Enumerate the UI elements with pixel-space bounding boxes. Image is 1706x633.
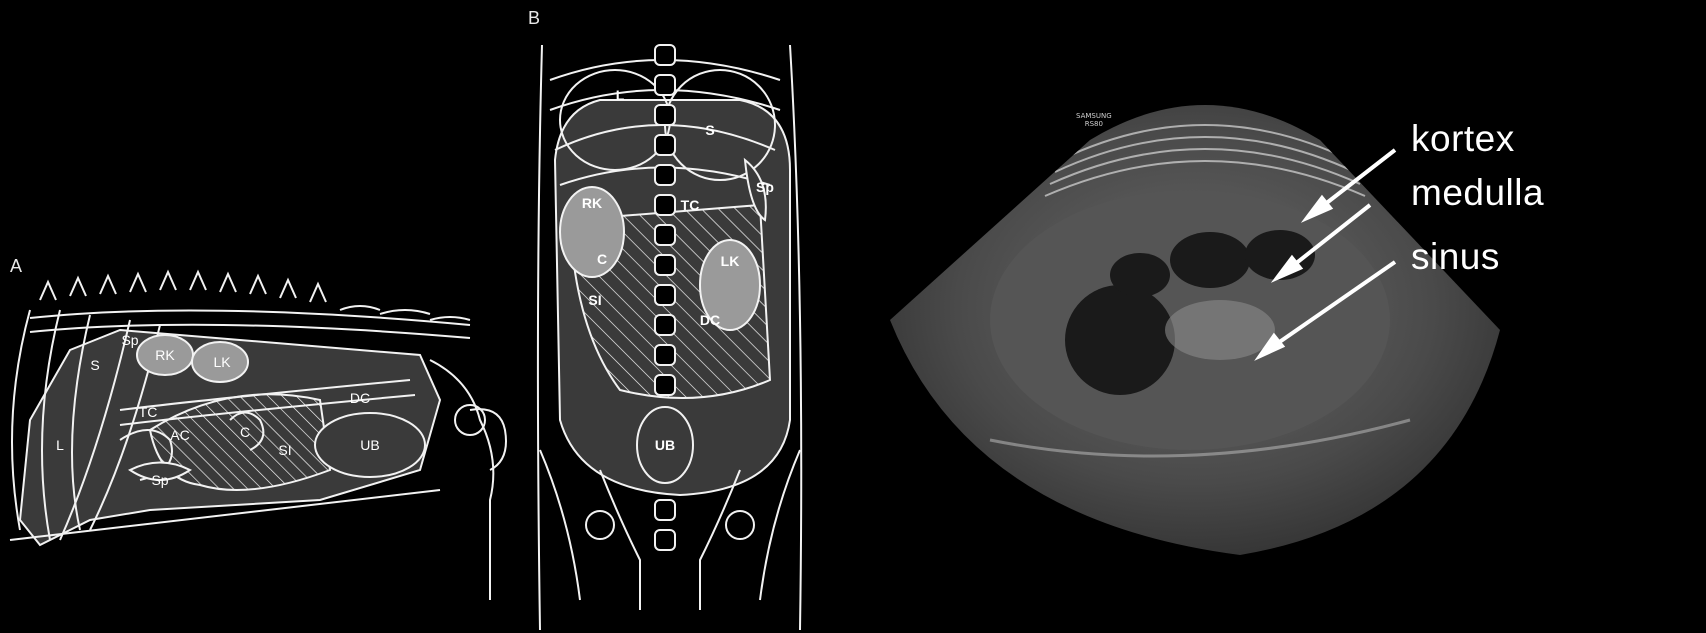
label-right-kidney: RK [155, 347, 175, 363]
ventrodorsal-anatomy-drawing: L S Sp RK LK TC C SI DC UB [560, 0, 900, 633]
label-urinary-bladder: UB [655, 437, 675, 453]
label-transverse-colon: TC [681, 197, 700, 213]
pelvis-outline [430, 360, 506, 600]
ventrodorsal-view-panel: B [560, 0, 900, 633]
label-left-kidney: LK [721, 253, 740, 269]
label-kortex: kortex [1411, 118, 1515, 160]
label-urinary-bladder: UB [360, 437, 379, 453]
label-small-intestine: SI [588, 292, 601, 308]
label-stomach: S [705, 122, 714, 138]
label-spleen-bottom: Sp [151, 472, 168, 488]
label-cecum: C [240, 424, 250, 440]
label-cecum: C [597, 251, 607, 267]
ultrasound-image [890, 0, 1706, 633]
label-spleen: Sp [756, 179, 774, 195]
scanner-brand: SAMSUNG RS80 [1076, 112, 1112, 128]
label-stomach: S [90, 357, 99, 373]
label-descending-colon: DC [700, 312, 720, 328]
brand-line-1: SAMSUNG [1076, 112, 1112, 120]
label-left-kidney: LK [213, 354, 231, 370]
label-ascending-colon: AC [170, 427, 189, 443]
label-medulla: medulla [1411, 172, 1544, 214]
label-liver: L [56, 437, 64, 453]
label-sinus: sinus [1411, 236, 1500, 278]
label-liver: L [616, 87, 625, 103]
brand-line-2: RS80 [1076, 120, 1112, 128]
renal-sinus [1165, 300, 1275, 360]
panel-b-letter: B [528, 8, 540, 29]
label-spleen-top: Sp [121, 332, 138, 348]
ultrasound-panel: SAMSUNG RS80 kortex medulla sinus [890, 0, 1706, 633]
spine [30, 272, 470, 338]
label-small-intestine: SI [278, 442, 291, 458]
lateral-view-panel: A [0, 270, 560, 610]
label-transverse-colon: TC [139, 404, 158, 420]
label-descending-colon: DC [350, 390, 370, 406]
lateral-anatomy-drawing: L S Sp RK LK TC AC C SI DC UB Sp [0, 270, 560, 610]
label-right-kidney: RK [582, 195, 602, 211]
